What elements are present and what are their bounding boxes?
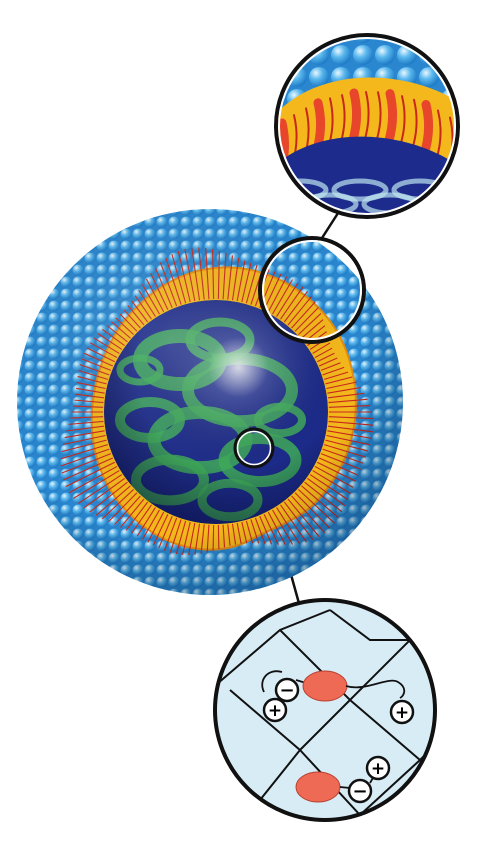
molecule-body-top xyxy=(303,671,347,701)
positive-charge-label-1: + xyxy=(268,701,282,721)
positive-charge-1: + xyxy=(264,699,286,721)
negative-charge-2: − xyxy=(349,780,371,802)
positive-charge-2: + xyxy=(391,701,413,723)
surface-magnified-inset xyxy=(270,30,476,230)
nanoparticle-sphere xyxy=(17,209,403,595)
positive-charge-label-3: + xyxy=(371,759,385,779)
top-connector-line xyxy=(322,210,340,238)
negative-charge-label-1: − xyxy=(279,680,294,701)
molecule-body-bottom xyxy=(296,772,340,802)
charge-magnified-inset: + − + + − xyxy=(210,600,440,830)
positive-charge-label-2: + xyxy=(395,703,409,723)
negative-charge-1: − xyxy=(276,679,298,701)
positive-charge-3: + xyxy=(367,757,389,779)
negative-charge-label-2: − xyxy=(352,781,367,802)
